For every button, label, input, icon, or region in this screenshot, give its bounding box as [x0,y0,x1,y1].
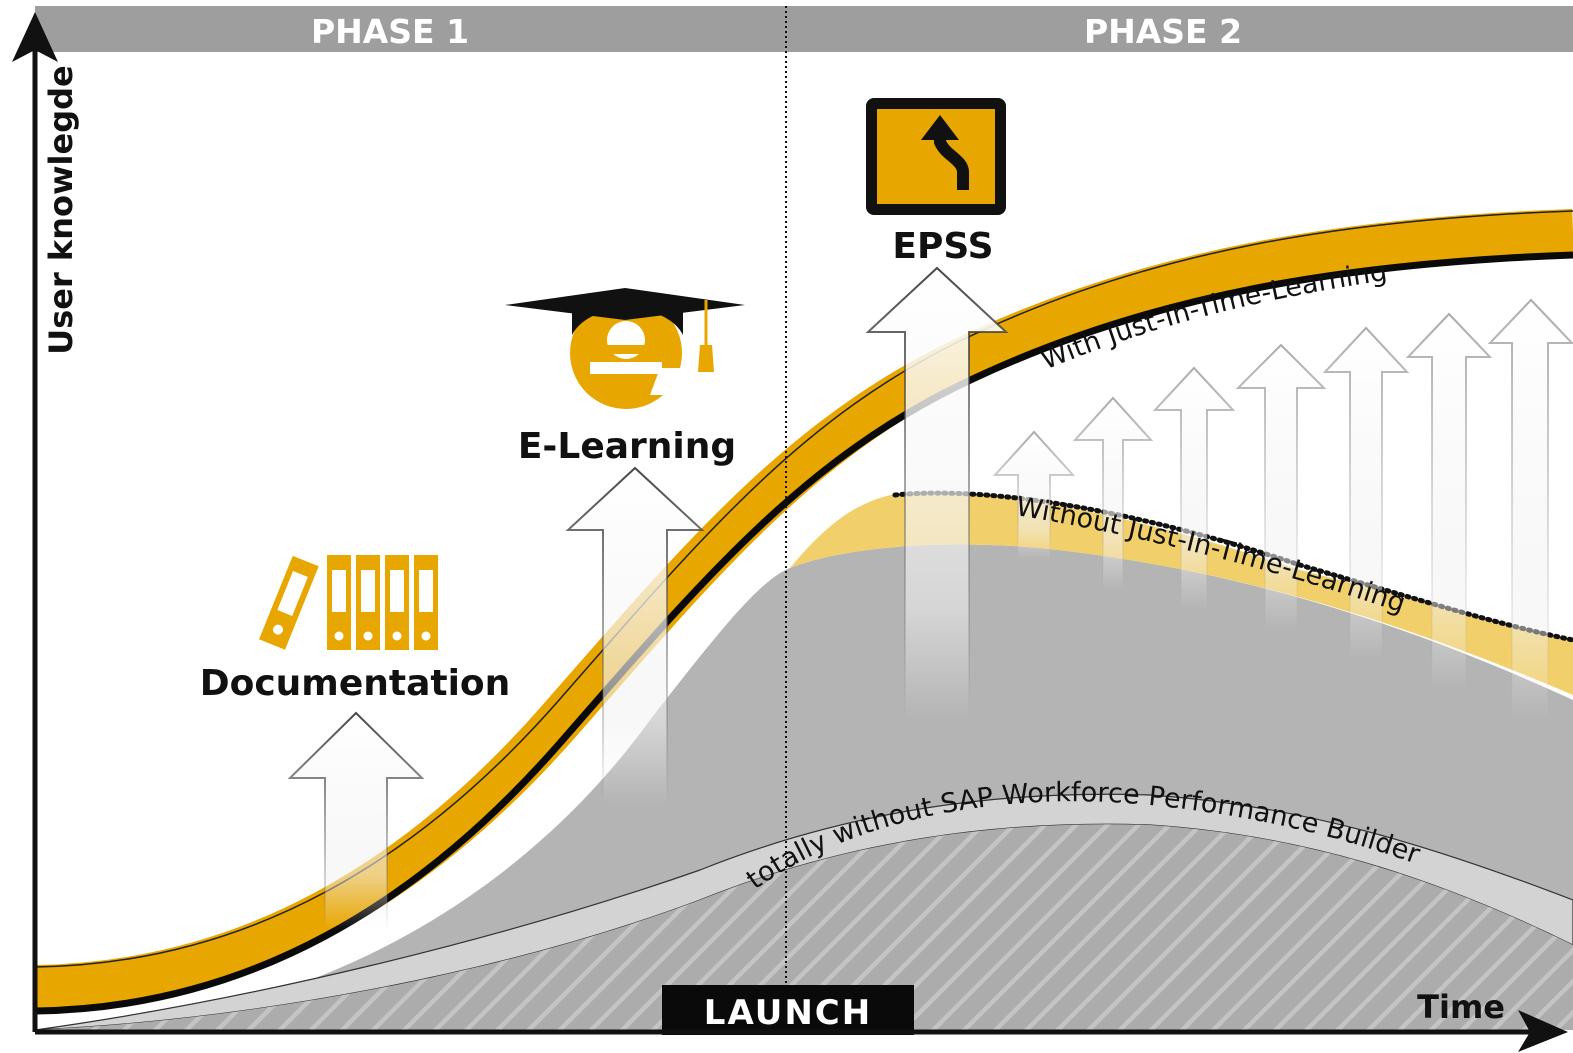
elearning-label: E-Learning [518,426,736,467]
with-jit-curve [34,209,1573,1011]
x-axis-label: Time [1417,988,1505,1026]
without-jit-band [790,491,1573,695]
road-sign-icon [866,98,1006,215]
with-jit-baseline [34,251,1573,1015]
totally-without-band [34,793,1573,1031]
continuous-support-arrows [992,298,1573,721]
graduation-cap-e-icon [505,288,745,409]
phase-2-label: PHASE 2 [1084,12,1242,51]
launch-label: LAUNCH [704,993,872,1033]
y-axis-arrowhead [12,12,58,62]
phase-header-bar [35,6,1573,52]
phase-1-label: PHASE 1 [311,12,469,51]
epss-arrow [865,266,1009,721]
binders-icon [259,555,438,650]
documentation-arrow [287,711,425,931]
elearning-arrow [565,466,705,806]
totally-without-area [35,824,1573,1030]
launch-box [662,985,914,1035]
epss-label: EPSS [892,226,993,267]
y-axis-label: User knowlegde [42,65,80,354]
documentation-label: Documentation [200,663,511,704]
x-axis-arrowhead [1518,1010,1568,1052]
